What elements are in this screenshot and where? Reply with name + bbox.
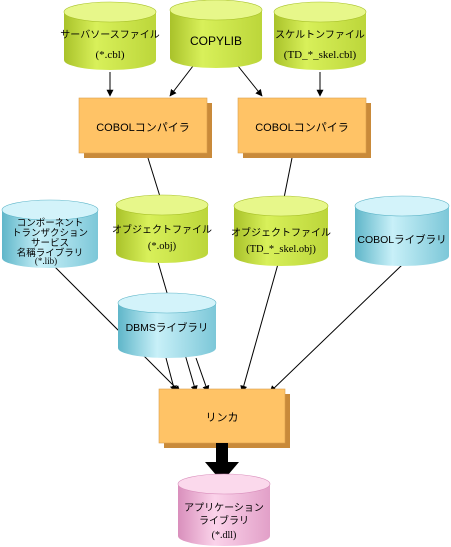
cylinder-cobol-lib: COBOLライブラリ [354, 195, 450, 266]
cylinder-dbms-lib: DBMSライブラリ [117, 292, 217, 358]
cylinder-skeleton: スケルトンファイル (TD_*_skel.cbl) [273, 1, 367, 70]
skeleton-line1: スケルトンファイル [275, 29, 365, 41]
connectors [49, 65, 403, 393]
arrow-component-lib-to-linker [49, 261, 181, 393]
arrow-cobol-lib-to-linker [269, 264, 403, 393]
component-lib-line1: コンポーネント [17, 218, 84, 229]
application-line2: ライブラリ [199, 514, 249, 527]
cobol-lib-label: COBOLライブラリ [357, 233, 446, 246]
object-right-line1: オブジェクトファイル [231, 226, 331, 239]
component-lib-line2: トランザクション [12, 228, 88, 239]
arrow-compiler-right-to-object-right [280, 157, 293, 204]
component-lib-line4: 名稱ライブラリ [17, 247, 84, 259]
server-source-line2: (*.cbl) [95, 49, 124, 61]
box-compiler-left: COBOLコンパイラ [78, 97, 212, 158]
cylinder-component-lib: コンポーネント トランザクション サービス 名稱ライブラリ (*.lib) [1, 199, 99, 268]
component-lib-line3: サービス [31, 238, 69, 249]
object-left-line1: オブジェクトファイル [112, 223, 212, 236]
cylinder-object-left: オブジェクトファイル (*.obj) [112, 194, 212, 263]
arrow-dbms-to-linker [165, 357, 177, 393]
cylinder-application: アプリケーション ライブラリ (*.dll) [177, 473, 271, 546]
cylinder-server-source: サーバソースファイル (*.cbl) [60, 1, 160, 70]
application-line1: アプリケーション [184, 502, 264, 514]
arrow-copylib-to-compiler-right [237, 65, 263, 97]
compiler-left-label: COBOLコンパイラ [96, 121, 190, 134]
dbms-lib-label: DBMSライブラリ [126, 321, 209, 334]
thick-arrow-linker-to-app [205, 443, 239, 482]
linker-label: リンカ [206, 411, 239, 424]
cylinder-object-right: オブジェクトファイル (TD_*_skel.obj) [231, 195, 331, 266]
object-right-line2: (TD_*_skel.obj) [246, 244, 316, 255]
application-line3: (*.dll) [212, 530, 237, 541]
box-compiler-right: COBOLコンパイラ [237, 97, 371, 158]
skeleton-line2: (TD_*_skel.cbl) [284, 49, 357, 61]
server-source-line1: サーバソースファイル [60, 29, 159, 41]
component-lib-line5: (*.lib) [35, 256, 57, 266]
cylinder-copylib: COPYLIB [169, 0, 263, 68]
arrow-object-right-to-linker [240, 263, 279, 393]
object-left-line2: (*.obj) [148, 241, 177, 252]
copylib-label: COPYLIB [190, 34, 242, 48]
compiler-right-label: COBOLコンパイラ [255, 121, 349, 134]
box-linker: リンカ [158, 388, 290, 448]
arrow-copylib-to-compiler-left [169, 65, 194, 97]
arrow-dbms-to-linker-2 [195, 357, 210, 393]
